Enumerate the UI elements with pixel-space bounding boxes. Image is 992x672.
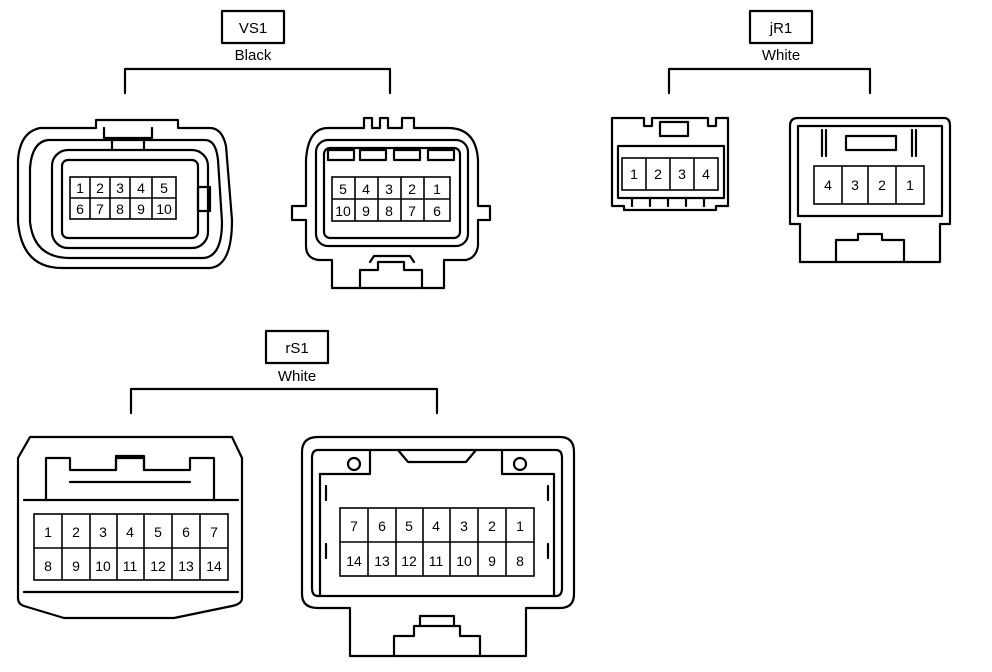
rs1-right-pin: 1 xyxy=(516,518,524,534)
vs1-left-pin: 7 xyxy=(96,201,104,217)
rs1-left-pin: 12 xyxy=(150,558,166,574)
rs1-left-pin: 14 xyxy=(206,558,222,574)
vs1-left-pin: 2 xyxy=(96,180,104,196)
rs1-right-pin: 7 xyxy=(350,518,358,534)
rs1-right-pin: 4 xyxy=(432,518,440,534)
vs1-right-connector-view: 5 4 3 2 1 10 9 8 7 6 xyxy=(290,116,492,290)
vs1-left-pin: 10 xyxy=(156,201,172,217)
rs1-left-connector-view: 1 2 3 4 5 6 7 8 9 10 11 12 13 14 xyxy=(16,435,244,620)
vs1-right-pin: 3 xyxy=(385,181,393,197)
vs1-right-pin: 8 xyxy=(385,203,393,219)
vs1-right-pin: 10 xyxy=(335,203,351,219)
rs1-right-pin-grid: 7 6 5 4 3 2 1 14 13 12 11 10 9 8 xyxy=(339,507,535,577)
vs1-right-pin-grid: 5 4 3 2 1 10 9 8 7 6 xyxy=(331,176,451,222)
rs1-right-pin: 5 xyxy=(405,518,413,534)
vs1-left-pin: 5 xyxy=(160,180,168,196)
rs1-left-pin: 6 xyxy=(182,524,190,540)
rs1-right-pin: 14 xyxy=(346,553,362,569)
jr1-right-pin-grid: 4 3 2 1 xyxy=(813,165,925,205)
jr1-left-pin: 3 xyxy=(678,166,686,182)
vs1-bracket xyxy=(123,67,392,95)
rs1-right-pin: 6 xyxy=(378,518,386,534)
rs1-left-pin: 13 xyxy=(178,558,194,574)
rs1-right-pin: 2 xyxy=(488,518,496,534)
jr1-left-pin-grid: 1 2 3 4 xyxy=(621,157,719,191)
rs1-right-pin: 11 xyxy=(429,553,444,569)
rs1-color-label: White xyxy=(278,368,316,385)
rs1-left-pin: 8 xyxy=(44,558,52,574)
jr1-left-pin: 4 xyxy=(702,166,710,182)
rs1-right-connector-view: 7 6 5 4 3 2 1 14 13 12 11 10 9 8 xyxy=(300,435,576,658)
vs1-right-pin: 4 xyxy=(362,181,370,197)
vs1-left-pin: 6 xyxy=(76,201,84,217)
vs1-right-pin: 2 xyxy=(408,181,416,197)
vs1-left-connector-view: 1 2 3 4 5 6 7 8 9 10 xyxy=(16,118,234,270)
connector-jr1: jR1 White 1 2 3 4 xyxy=(610,9,952,264)
jr1-right-pin: 1 xyxy=(906,177,914,193)
jr1-left-connector-view: 1 2 3 4 xyxy=(610,116,730,212)
rs1-left-pin: 5 xyxy=(154,524,162,540)
vs1-left-pin: 1 xyxy=(76,180,84,196)
jr1-code-box xyxy=(748,9,814,45)
rs1-right-pin: 10 xyxy=(456,553,472,569)
vs1-left-pin: 9 xyxy=(137,201,145,217)
vs1-color-label: Black xyxy=(235,47,272,64)
vs1-left-pin-grid: 1 2 3 4 5 6 7 8 9 10 xyxy=(69,176,177,220)
jr1-right-connector-view: 4 3 2 1 xyxy=(788,116,952,264)
vs1-left-pin: 4 xyxy=(137,180,145,196)
vs1-code-label: VS1 xyxy=(239,20,267,37)
vs1-right-pin: 5 xyxy=(339,181,347,197)
rs1-left-pin: 4 xyxy=(126,524,134,540)
jr1-code-label: jR1 xyxy=(769,20,793,37)
jr1-right-pin: 2 xyxy=(878,177,886,193)
vs1-right-pin: 6 xyxy=(433,203,441,219)
jr1-left-pin: 1 xyxy=(630,166,638,182)
jr1-left-pin: 2 xyxy=(654,166,662,182)
rs1-right-pin: 9 xyxy=(488,553,496,569)
rs1-left-pin: 9 xyxy=(72,558,80,574)
jr1-color-label: White xyxy=(762,47,800,64)
connector-vs1: VS1 Black 1 2 3 4 5 6 xyxy=(16,9,492,290)
rs1-left-pin: 1 xyxy=(44,524,52,540)
rs1-left-pin: 11 xyxy=(123,558,138,574)
rs1-left-pin: 7 xyxy=(210,524,218,540)
vs1-right-pin: 7 xyxy=(408,203,416,219)
rs1-bracket xyxy=(129,387,439,415)
rs1-right-pin: 13 xyxy=(374,553,390,569)
jr1-right-pin: 4 xyxy=(824,177,832,193)
vs1-code-box xyxy=(220,9,286,45)
vs1-right-pin: 1 xyxy=(433,181,441,197)
rs1-right-pin: 8 xyxy=(516,553,524,569)
rs1-code-box xyxy=(264,329,330,365)
jr1-right-pin: 3 xyxy=(851,177,859,193)
vs1-left-pin: 8 xyxy=(116,201,124,217)
vs1-left-pin: 3 xyxy=(116,180,124,196)
rs1-left-pin-grid: 1 2 3 4 5 6 7 8 9 10 11 12 13 14 xyxy=(33,513,229,581)
rs1-left-pin: 10 xyxy=(95,558,111,574)
rs1-code-label: rS1 xyxy=(285,340,308,357)
rs1-right-pin: 3 xyxy=(460,518,468,534)
vs1-right-pin: 9 xyxy=(362,203,370,219)
connector-rs1: rS1 White 1 2 3 4 5 xyxy=(16,329,576,658)
jr1-bracket xyxy=(667,67,872,95)
rs1-left-pin: 3 xyxy=(99,524,107,540)
rs1-right-pin: 12 xyxy=(401,553,417,569)
rs1-left-pin: 2 xyxy=(72,524,80,540)
